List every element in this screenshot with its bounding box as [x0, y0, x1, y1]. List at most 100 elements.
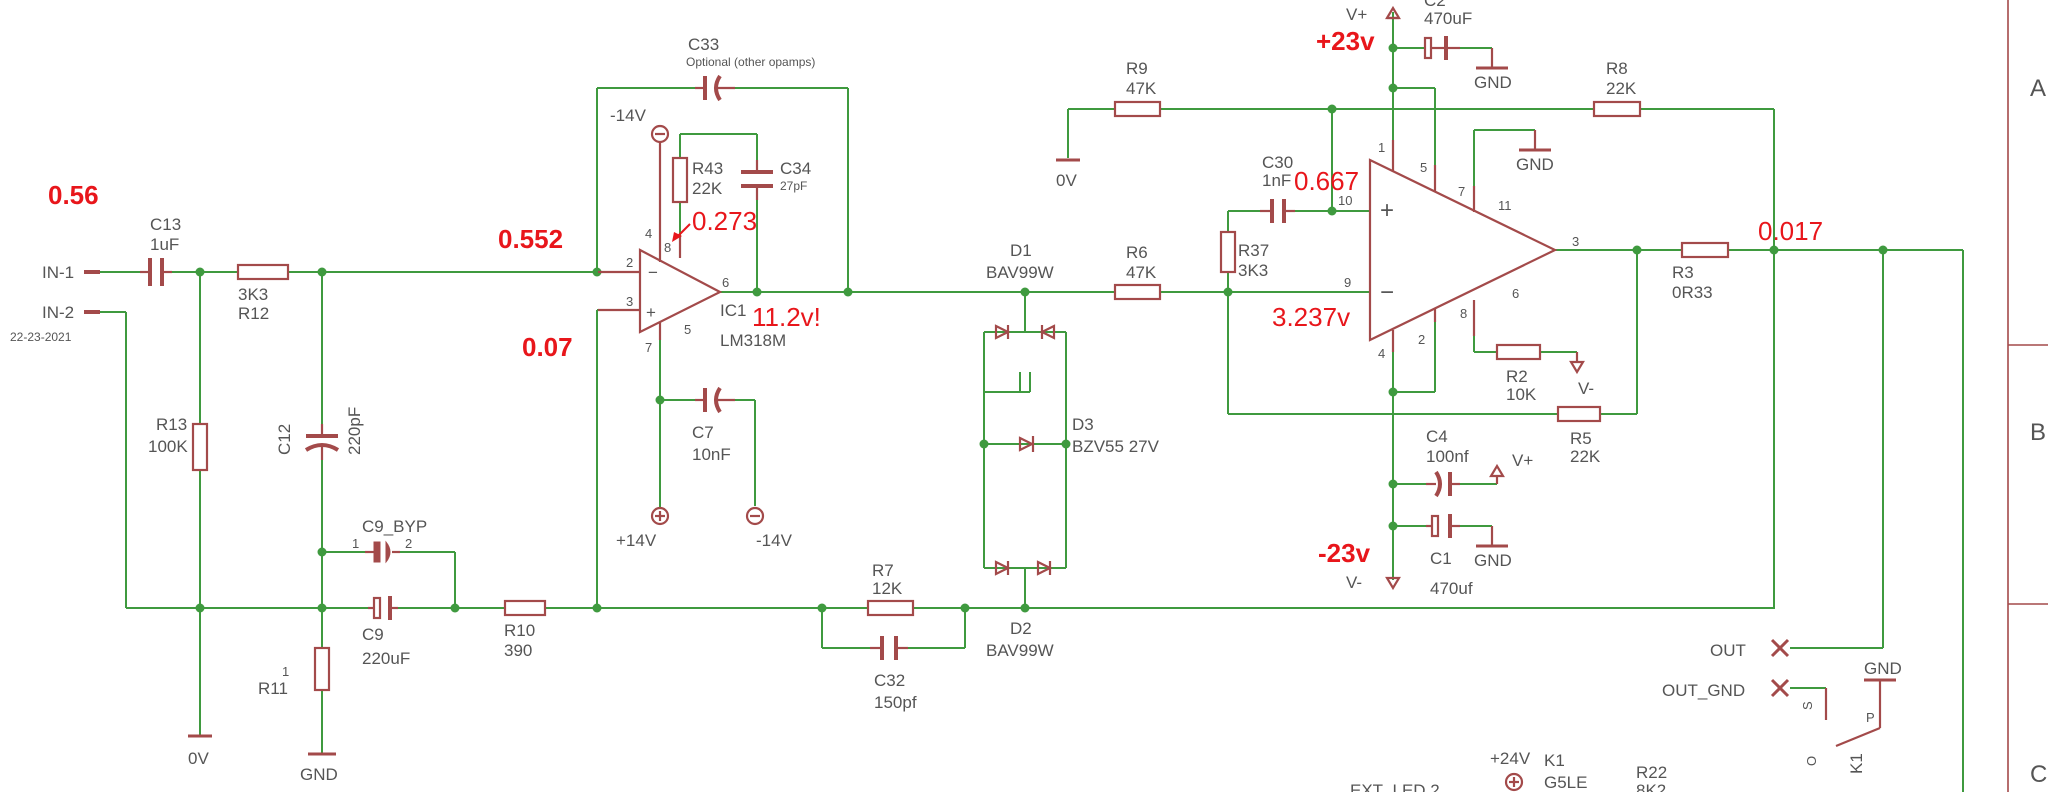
c12-ref: C12	[275, 424, 294, 455]
drawing-date: 22-23-2021	[10, 330, 72, 344]
op2-pin6: 6	[1512, 286, 1519, 301]
d3-ref: D3	[1072, 415, 1094, 434]
supply-vminus-bottom: V-	[1346, 573, 1401, 592]
out-label: OUT	[1710, 641, 1746, 660]
capacitor-c9-bypass: C9_BYP 1 2	[352, 517, 427, 564]
ground-0v-right: 0V	[1056, 158, 1080, 190]
c4-ref: C4	[1426, 427, 1448, 446]
c33-ref: C33	[688, 35, 719, 54]
ic1-pin6: 6	[722, 275, 729, 290]
gnd-op2-label: GND	[1516, 155, 1554, 174]
c13-ref: C13	[150, 215, 181, 234]
r7-value: 12K	[872, 579, 903, 598]
r2-ref: R2	[1506, 367, 1528, 386]
c2-ref: C2	[1424, 0, 1446, 10]
gnd-0v-right-label: 0V	[1056, 171, 1077, 190]
input-in1: IN-1	[42, 263, 100, 282]
power-amplifier-op2: + − 1 2 3 4 5 6 7 8 9 10 11	[1338, 140, 1579, 361]
ground-gnd-c2: GND	[1474, 48, 1512, 92]
r8-ref: R8	[1606, 59, 1628, 78]
wires	[96, 12, 1964, 792]
capacitor-c33: C33 Optional (other opamps)	[686, 35, 815, 102]
c9-value: 220uF	[362, 649, 410, 668]
c9-byp-pin1: 1	[352, 536, 359, 551]
annotation-input-voltage: 0.56	[48, 180, 99, 210]
voltage-annotations: 0.56 0.552 0.07 0.273 11.2v! +23v -23v 0…	[48, 26, 1823, 568]
ground-0v-left: 0V	[188, 734, 212, 768]
vminus-bottom-label: V-	[1346, 573, 1362, 592]
r6-ref: R6	[1126, 243, 1148, 262]
capacitor-c30: C30 1nF	[1260, 153, 1295, 223]
ic1-value: LM318M	[720, 331, 786, 350]
c32-ref: C32	[874, 671, 905, 690]
frame-row-b: B	[2030, 419, 2046, 446]
k1-pin-p: P	[1866, 710, 1875, 725]
op2-pin7: 7	[1458, 184, 1465, 199]
out-gnd-label: OUT_GND	[1662, 681, 1745, 700]
c12-value: 220pF	[345, 407, 364, 455]
diode-d3: D3 BZV55 27V	[1018, 415, 1160, 456]
r9-value: 47K	[1126, 79, 1157, 98]
supply-plus14: +14V	[616, 506, 670, 550]
gnd-0v-left-label: 0V	[188, 749, 209, 768]
capacitor-c34: C34 27pF	[741, 159, 811, 200]
frame-row-a: A	[2030, 75, 2046, 102]
op2-pin2: 2	[1418, 332, 1425, 347]
ic1-pin2: 2	[626, 255, 633, 270]
svg-text:−: −	[1380, 279, 1394, 306]
minus14-top-label: -14V	[610, 106, 647, 125]
ic1-pin8: 8	[664, 240, 671, 255]
resistor-r5: R5 22K	[1556, 405, 1602, 466]
c1-ref: C1	[1430, 549, 1452, 568]
supply-vplus-top: V+	[1346, 5, 1401, 24]
k1-pin-o: O	[1804, 756, 1819, 766]
k1-rotated-ref: K1	[1847, 753, 1866, 774]
k1-ref: K1	[1544, 751, 1565, 770]
diode-d2: D2 BAV99W	[986, 560, 1054, 660]
resistor-r12: 3K3 R12	[236, 263, 290, 323]
ic1-pin4: 4	[645, 226, 652, 241]
op2-pin3: 3	[1572, 234, 1579, 249]
op2-pin4: 4	[1378, 346, 1385, 361]
resistor-r2: R2 10K	[1495, 343, 1542, 404]
c34-ref: C34	[780, 159, 811, 178]
op2-pin10: 10	[1338, 193, 1352, 208]
r43-ref: R43	[692, 159, 723, 178]
r22-value: 8K2	[1636, 781, 1666, 792]
r9-ref: R9	[1126, 59, 1148, 78]
d1-value: BAV99W	[986, 263, 1054, 282]
ext-led-label: EXT_LED 2	[1350, 781, 1440, 792]
ic1-pin7: 7	[645, 340, 652, 355]
annotation-inverting-voltage: 3.237v	[1272, 302, 1350, 332]
plus24-label: +24V	[1490, 749, 1531, 768]
relay-k1: S P O GND K1	[1800, 659, 1902, 774]
d2-value: BAV99W	[986, 641, 1054, 660]
diode-d1: D1 BAV99W	[986, 241, 1056, 340]
resistor-r10: R10 390	[503, 599, 547, 660]
ic1-ref: IC1	[720, 301, 746, 320]
r6-value: 47K	[1126, 263, 1157, 282]
c1-value: 470uf	[1430, 579, 1473, 598]
c7-ref: C7	[692, 423, 714, 442]
op2-pin8: 8	[1460, 306, 1467, 321]
r5-ref: R5	[1570, 429, 1592, 448]
annotation-output-voltage: 11.2v!	[752, 302, 821, 332]
ic1-pin5: 5	[684, 322, 691, 337]
r43-value: 22K	[692, 179, 723, 198]
k1-gnd-label: GND	[1864, 659, 1902, 678]
r3-ref: R3	[1672, 263, 1694, 282]
r12-ref: R12	[238, 304, 269, 323]
capacitor-c13: C13 1uF	[140, 215, 181, 286]
d2-ref: D2	[1010, 619, 1032, 638]
plus14-label: +14V	[616, 531, 657, 550]
gnd-c1-label: GND	[1474, 551, 1512, 570]
annotation-node-voltage: 0.552	[498, 224, 563, 254]
c9-byp-pin2: 2	[405, 536, 412, 551]
r37-value: 3K3	[1238, 261, 1268, 280]
svg-text:+: +	[1380, 197, 1394, 224]
input-in1-label: IN-1	[42, 263, 74, 282]
r13-ref: R13	[156, 415, 187, 434]
minus14-bottom-label: -14V	[756, 531, 793, 550]
r37-ref: R37	[1238, 241, 1269, 260]
capacitor-c9: C9 220uF	[362, 596, 410, 668]
